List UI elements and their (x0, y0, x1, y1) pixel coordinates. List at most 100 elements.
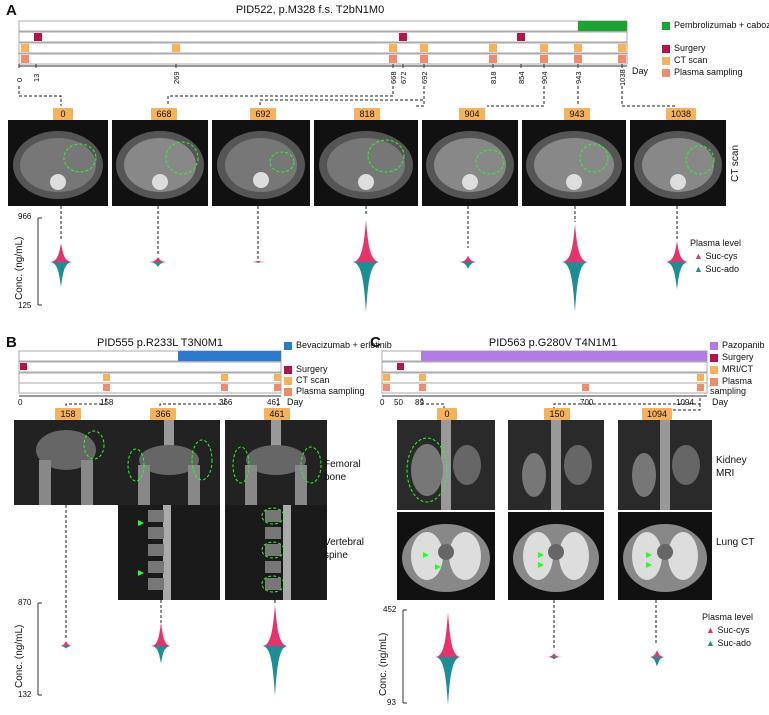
legend-suc-ado-c: ▲ Suc-ado (706, 638, 751, 648)
ylabel-c: Conc. (ng/mL) (378, 632, 389, 696)
kidney-mri-label: Kidney MRI (716, 455, 747, 479)
violin-a-0-suc-cys (49, 243, 73, 262)
tick-b: 366 (219, 398, 233, 407)
spine-mri-image (118, 505, 220, 600)
tick-c: 0 (380, 398, 385, 407)
day-badge: 461 (264, 408, 290, 420)
ymax-c: 452 (383, 605, 397, 614)
legend-swatch (710, 365, 718, 374)
legend-swatch (710, 353, 718, 362)
tick-a-854: 854 (517, 71, 526, 84)
tick-c: 89 (415, 398, 424, 407)
ct-scan-image (212, 120, 310, 206)
legend-swatch (710, 377, 718, 386)
day-badge: 158 (55, 408, 81, 420)
kidney-mri-image (618, 420, 712, 510)
tick-a-269: 269 (172, 71, 181, 84)
ymin-b: 132 (18, 690, 32, 699)
tick-a-0: 0 (15, 77, 24, 82)
plasma-legend-title-c: Plasma level (702, 612, 754, 622)
day-badge: 366 (150, 408, 176, 420)
tick-b: 461 (267, 398, 281, 407)
panel-c-title: PID563 p.G280V T4N1M1 (488, 337, 618, 349)
vertebral-spine-label: Vertebral spine (324, 537, 365, 561)
violin-c-2-suc-cys (648, 650, 666, 657)
day-badge: 1094 (642, 408, 672, 420)
tick-c: 1094 (676, 398, 694, 407)
violin-c-0-suc-cys (435, 612, 461, 657)
kidney-mri-image (397, 420, 495, 510)
violin-b-0-suc-ado (58, 646, 74, 649)
legend-a-drug-label: Pembrolizumab + cabozantinib (674, 20, 769, 30)
violin-a-4-suc-ado (457, 262, 479, 269)
violin-b-1-suc-ado (150, 646, 172, 664)
ylabel-a: Conc. (ng/mL) (14, 236, 25, 300)
legend-a-ct: CT scan (662, 55, 707, 65)
violin-b-2-suc-cys (262, 604, 288, 646)
panel-b-letter: B (6, 334, 17, 351)
panel-a-title: PID522, p.M328 f.s. T2bN1M0 (235, 4, 385, 16)
ymin-a: 125 (18, 301, 32, 310)
legend-a-plasma: Plasma sampling (662, 67, 743, 77)
day-badge: 668 (151, 108, 177, 120)
tick-a-818: 818 (489, 71, 498, 84)
violin-a-0-suc-ado (49, 262, 73, 287)
tick-c: 700 (580, 398, 594, 407)
tick-c: 50 (394, 398, 403, 407)
legend-c-mri-label: MRI/CT (722, 364, 753, 374)
tick-b: 158 (100, 398, 114, 407)
legend-swatch (662, 56, 670, 65)
violin-a-3-suc-cys (352, 220, 380, 262)
legend-b-surgery: Surgery (284, 364, 328, 374)
tick-a-692: 692 (420, 71, 429, 84)
violin-a-2-suc-cys (247, 260, 269, 262)
legend-c-drug-label: Pazopanib (722, 340, 765, 350)
kidney-mri-image (508, 420, 604, 510)
legend-c-mri: MRI/CT (710, 364, 753, 374)
legend-a-surgery: Surgery (662, 43, 706, 53)
legend-b-drug-label: Bevacizumab + erlotinib (296, 340, 392, 350)
day-badge: 818 (354, 108, 380, 120)
spine-mri-image (225, 505, 327, 600)
legend-a-plasma-label: Plasma sampling (674, 67, 743, 77)
lung-ct-image (618, 512, 712, 600)
femoral-mri-image (225, 420, 327, 505)
legend-c-surgery: Surgery (710, 352, 754, 362)
legend-suc-ado-label-c: Suc-ado (717, 638, 751, 648)
day-badge: 692 (250, 108, 276, 120)
legend-a-surgery-label: Surgery (674, 43, 706, 53)
plasma-legend-title: Plasma level (690, 238, 742, 248)
violin-a-2-suc-ado (247, 262, 269, 263)
day-label-c: Day (712, 397, 729, 407)
violin-a-5-suc-cys (561, 224, 589, 262)
ymax-a: 966 (18, 212, 32, 221)
tick-a-904: 904 (540, 71, 549, 84)
panel-a-letter: A (6, 2, 17, 19)
legend-swatch (284, 341, 292, 350)
panel-c-letter: C (370, 334, 381, 351)
tick-a-668: 668 (389, 71, 398, 84)
legend-b-ct-label: CT scan (296, 375, 330, 385)
legend-swatch (284, 387, 292, 396)
tick-a-13: 13 (32, 73, 41, 82)
violin-a-6-suc-cys (665, 241, 689, 262)
legend-suc-cys-label-c: Suc-cys (717, 625, 750, 635)
violin-c-2-suc-ado (648, 657, 666, 667)
legend-c-plasma: Plasma sampling (710, 376, 765, 396)
legend-swatch (284, 365, 292, 374)
violin-c-0-suc-ado (435, 657, 461, 705)
ct-scan-image (8, 120, 108, 206)
day-badge: 1038 (666, 108, 696, 120)
violin-b-1-suc-cys (150, 622, 172, 646)
tick-a-943: 943 (574, 71, 583, 84)
femoral-mri-image (14, 420, 118, 505)
lung-ct-image (397, 512, 495, 600)
legend-b-surgery-label: Surgery (296, 364, 328, 374)
legend-b-ct: CT scan (284, 375, 329, 385)
ymin-c: 93 (387, 698, 396, 707)
ct-scan-label: CT scan (730, 144, 741, 182)
violin-a-1-suc-ado (147, 262, 169, 267)
legend-swatch (662, 21, 670, 30)
ylabel-b: Conc. (ng/mL) (14, 624, 25, 688)
